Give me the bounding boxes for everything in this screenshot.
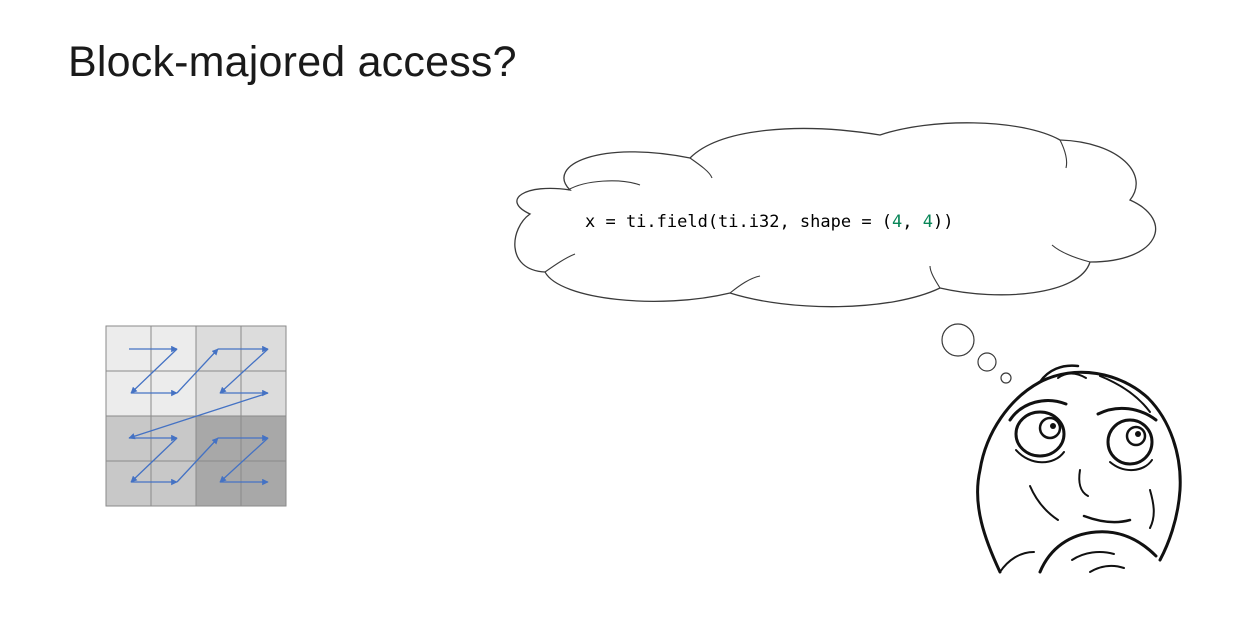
access-arrows (128, 345, 269, 486)
code-number-2: 4 (923, 212, 933, 232)
code-snippet: x = ti.field(ti.i32, shape = (4, 4)) (585, 212, 954, 232)
cloud-shape (514, 122, 1157, 308)
thought-bubble: x = ti.field(ti.i32, shape = (4, 4)) (514, 122, 1157, 384)
thought-circle-small (1000, 372, 1012, 384)
slide-title: Block-majored access? (68, 38, 517, 86)
thinking-face-icon (976, 364, 1182, 574)
code-number-1: 4 (892, 212, 902, 232)
block-grid-diagram (105, 325, 287, 507)
thought-circle-large (941, 323, 975, 357)
thought-circle-medium (977, 352, 997, 372)
